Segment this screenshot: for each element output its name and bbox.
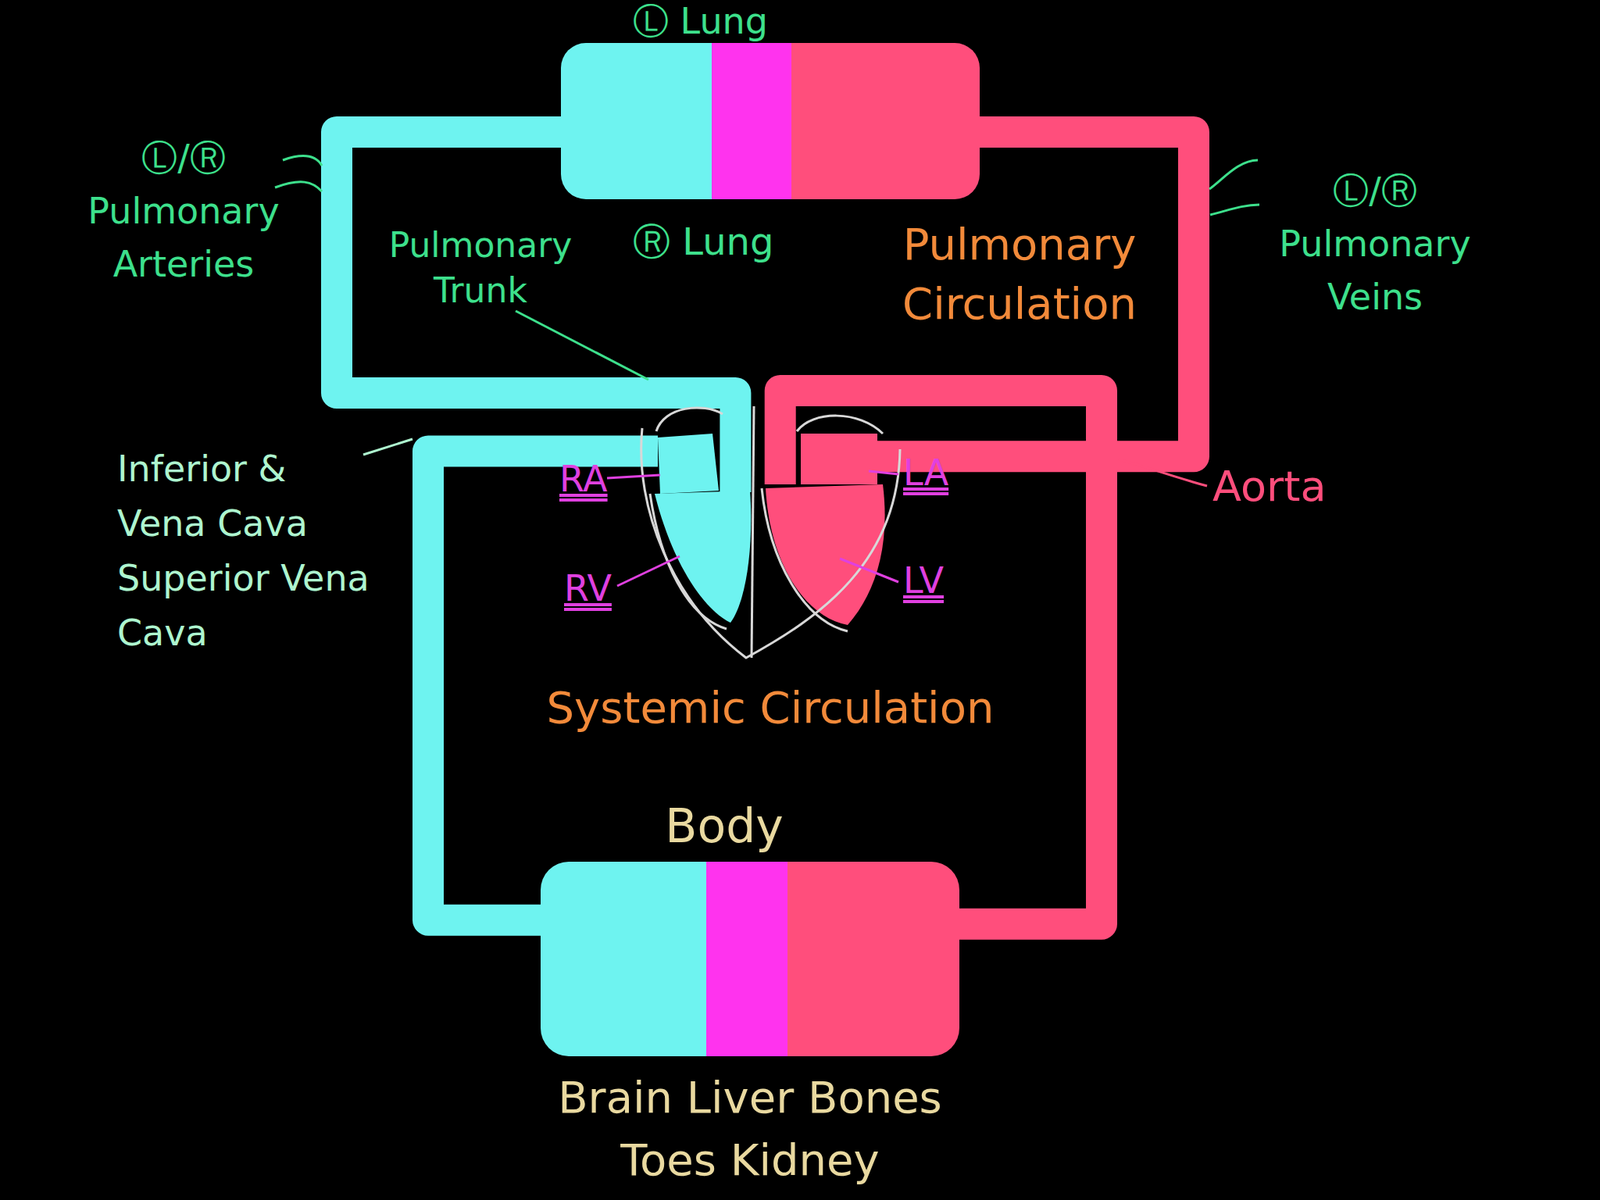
lung-label: Ⓛ Lung — [632, 0, 768, 42]
circuit-label: Systemic Circulation — [465, 679, 1075, 736]
leader-line — [868, 471, 899, 475]
heart-wall-line — [761, 488, 848, 632]
leader-line — [515, 310, 649, 380]
heart-septum — [751, 406, 754, 658]
circuit-label: Pulmonary Circulation — [855, 214, 1184, 334]
chamber-label: LV — [903, 558, 944, 603]
heart-chamber: LA — [800, 433, 878, 485]
right-atrium-fill — [657, 433, 719, 494]
vessel-label: Aorta — [1212, 460, 1327, 513]
lung-label: Ⓡ Lung — [632, 217, 774, 265]
leader-line — [839, 558, 899, 583]
organ-list: Brain Liver Bones Toes Kidney — [507, 1066, 993, 1192]
chamber-label: LA — [903, 450, 949, 495]
left-atrium-fill — [800, 433, 878, 485]
leader-line — [1118, 459, 1208, 486]
leader-line — [282, 156, 322, 166]
leader-line — [617, 556, 680, 586]
body-block: BodyBrain Liver Bones Toes Kidney — [540, 861, 960, 1057]
heart-chamber: RA — [657, 433, 713, 493]
leader-line — [363, 439, 413, 455]
heart-wall-line — [650, 493, 727, 629]
body-label: Body — [514, 797, 934, 854]
heart-outline — [641, 428, 900, 658]
lung-block: Ⓛ LungⓇ Lung — [560, 42, 980, 200]
heart-chamber: LV — [765, 484, 888, 625]
vessel-label: Ⓛ/Ⓡ Pulmonary Veins — [1261, 164, 1489, 324]
vessel-label: Pulmonary Trunk — [386, 222, 575, 314]
valve-line — [656, 407, 723, 432]
leader-line — [607, 475, 661, 479]
vessel-label: Ⓛ/Ⓡ Pulmonary Arteries — [85, 131, 282, 291]
chamber-label: RA — [559, 457, 608, 501]
leader-line — [275, 182, 322, 192]
right-ventricle-fill — [654, 490, 751, 623]
leader-line — [1209, 160, 1258, 190]
valve-line — [796, 415, 883, 434]
vessel-label: Inferior & Vena Cava Superior Vena Cava — [117, 441, 375, 661]
chamber-label: RV — [564, 566, 612, 611]
blood-vessel — [780, 390, 1102, 925]
leader-line — [1210, 204, 1260, 215]
heart-chamber: RV — [653, 492, 750, 625]
